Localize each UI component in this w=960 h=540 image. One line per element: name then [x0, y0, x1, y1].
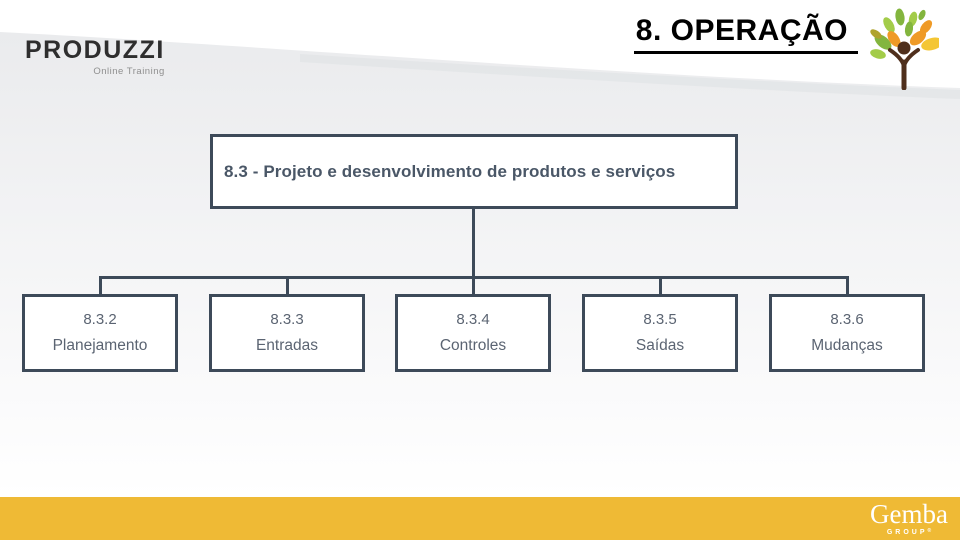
diagram-box-label: Controles [439, 337, 507, 354]
diagram-box-code: 8.3.4 [456, 311, 490, 328]
slide-title-text: 8. OPERAÇÃO [633, 14, 858, 54]
slide-title: 8. OPERAÇÃO [633, 14, 858, 54]
diagram-box-controles: 8.3.4 Controles [395, 294, 551, 372]
connector-stub [285, 276, 289, 295]
diagram-box-code: 8.3.6 [830, 311, 864, 328]
diagram-box-label: Mudanças [811, 337, 883, 354]
diagram-root-box: 8.3 - Projeto e desenvolvimento de produ… [210, 134, 738, 209]
diagram-box-label: Saídas [635, 337, 685, 354]
connector-stub [845, 276, 849, 295]
diagram-box-label: Planejamento [52, 337, 148, 354]
produzzi-logo: PRODUZZI Online Training [25, 36, 165, 78]
footer-accent-band [0, 497, 960, 540]
produzzi-logo-subtitle: Online Training [93, 66, 165, 77]
gemba-logo-text: Gemba [870, 499, 948, 529]
diagram-root-label: 8.3 - Projeto e desenvolvimento de produ… [224, 161, 676, 181]
diagram-box-planejamento: 8.3.2 Planejamento [22, 294, 178, 372]
diagram-box-mudancas: 8.3.6 Mudanças [769, 294, 925, 372]
connector-stub [98, 276, 102, 295]
diagram-box-saidas: 8.3.5 Saídas [582, 294, 738, 372]
connector-stub [658, 276, 662, 295]
diagram-box-code: 8.3.5 [643, 311, 677, 328]
gemba-logo-subtitle: GROUP® [886, 528, 932, 536]
connector-root-vertical [471, 209, 475, 279]
diagram-box-label: Entradas [255, 337, 319, 354]
connector-stub [471, 276, 475, 295]
gemba-logo: Gemba GROUP® [870, 499, 948, 537]
diagram-box-code: 8.3.2 [83, 311, 117, 328]
produzzi-logo-text: PRODUZZI [25, 36, 165, 64]
tree-icon [870, 8, 939, 90]
diagram-box-code: 8.3.3 [270, 311, 304, 328]
registered-trademark-icon: ® [927, 528, 932, 534]
diagram-box-entradas: 8.3.3 Entradas [209, 294, 365, 372]
